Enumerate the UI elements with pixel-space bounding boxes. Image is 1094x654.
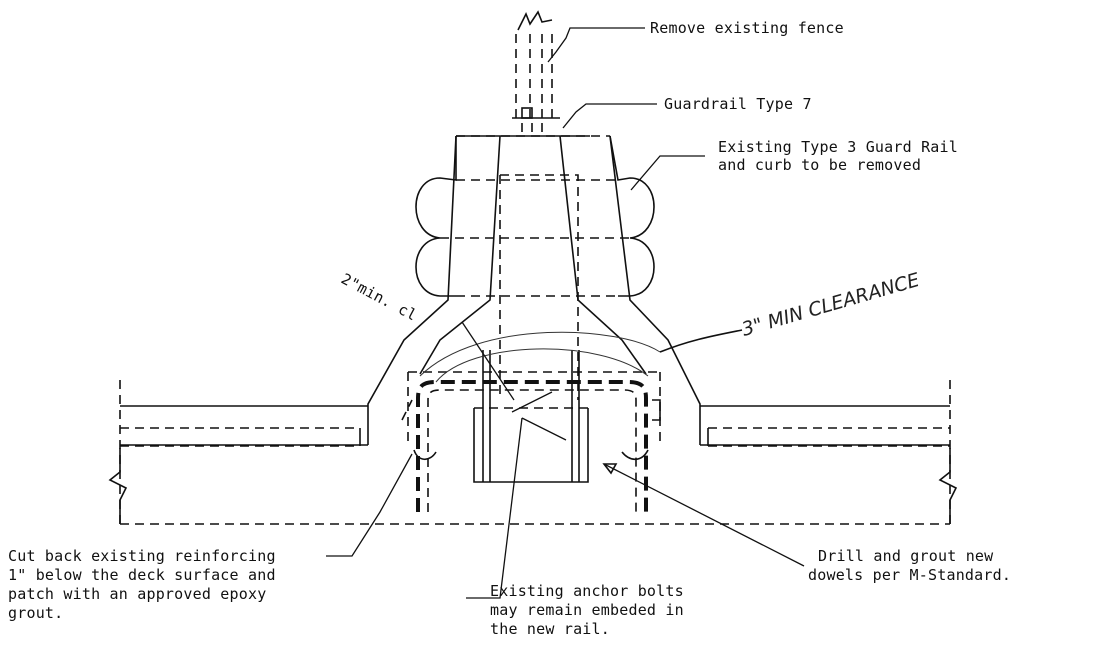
label-anchor-line3: the new rail. xyxy=(490,620,610,638)
label-anchor-line1: Existing anchor bolts xyxy=(490,582,684,600)
label-cut-back-line2: 1" below the deck surface and xyxy=(8,566,276,584)
label-min-cover: 2"min. cl xyxy=(338,270,420,325)
clearance-arc xyxy=(419,329,743,383)
label-drill-line1: Drill and grout new xyxy=(818,547,994,565)
deck-slab xyxy=(108,380,958,530)
label-cut-back-line4: grout. xyxy=(8,604,63,622)
label-remove-fence: Remove existing fence xyxy=(650,19,844,37)
existing-type3-guardrail xyxy=(415,135,655,400)
label-existing-type3-line1: Existing Type 3 Guard Rail xyxy=(718,138,958,156)
label-cut-back-line3: patch with an approved epoxy xyxy=(8,585,266,603)
leader-lines xyxy=(326,27,805,599)
label-anchor-line2: may remain embeded in xyxy=(490,601,684,619)
label-existing-type3-line2: and curb to be removed xyxy=(718,156,921,174)
rail-base-reinforcing xyxy=(401,371,661,512)
label-min-clearance-handwritten: 3" MIN CLEARANCE xyxy=(739,269,922,341)
label-cut-back-line1: Cut back existing reinforcing xyxy=(8,547,276,565)
existing-anchor-bolts xyxy=(473,350,589,483)
label-guardrail-type7: Guardrail Type 7 xyxy=(664,95,812,113)
label-drill-line2: dowels per M-Standard. xyxy=(808,566,1011,584)
guardrail-type7-profile xyxy=(367,135,701,445)
existing-fence-post xyxy=(512,10,560,132)
